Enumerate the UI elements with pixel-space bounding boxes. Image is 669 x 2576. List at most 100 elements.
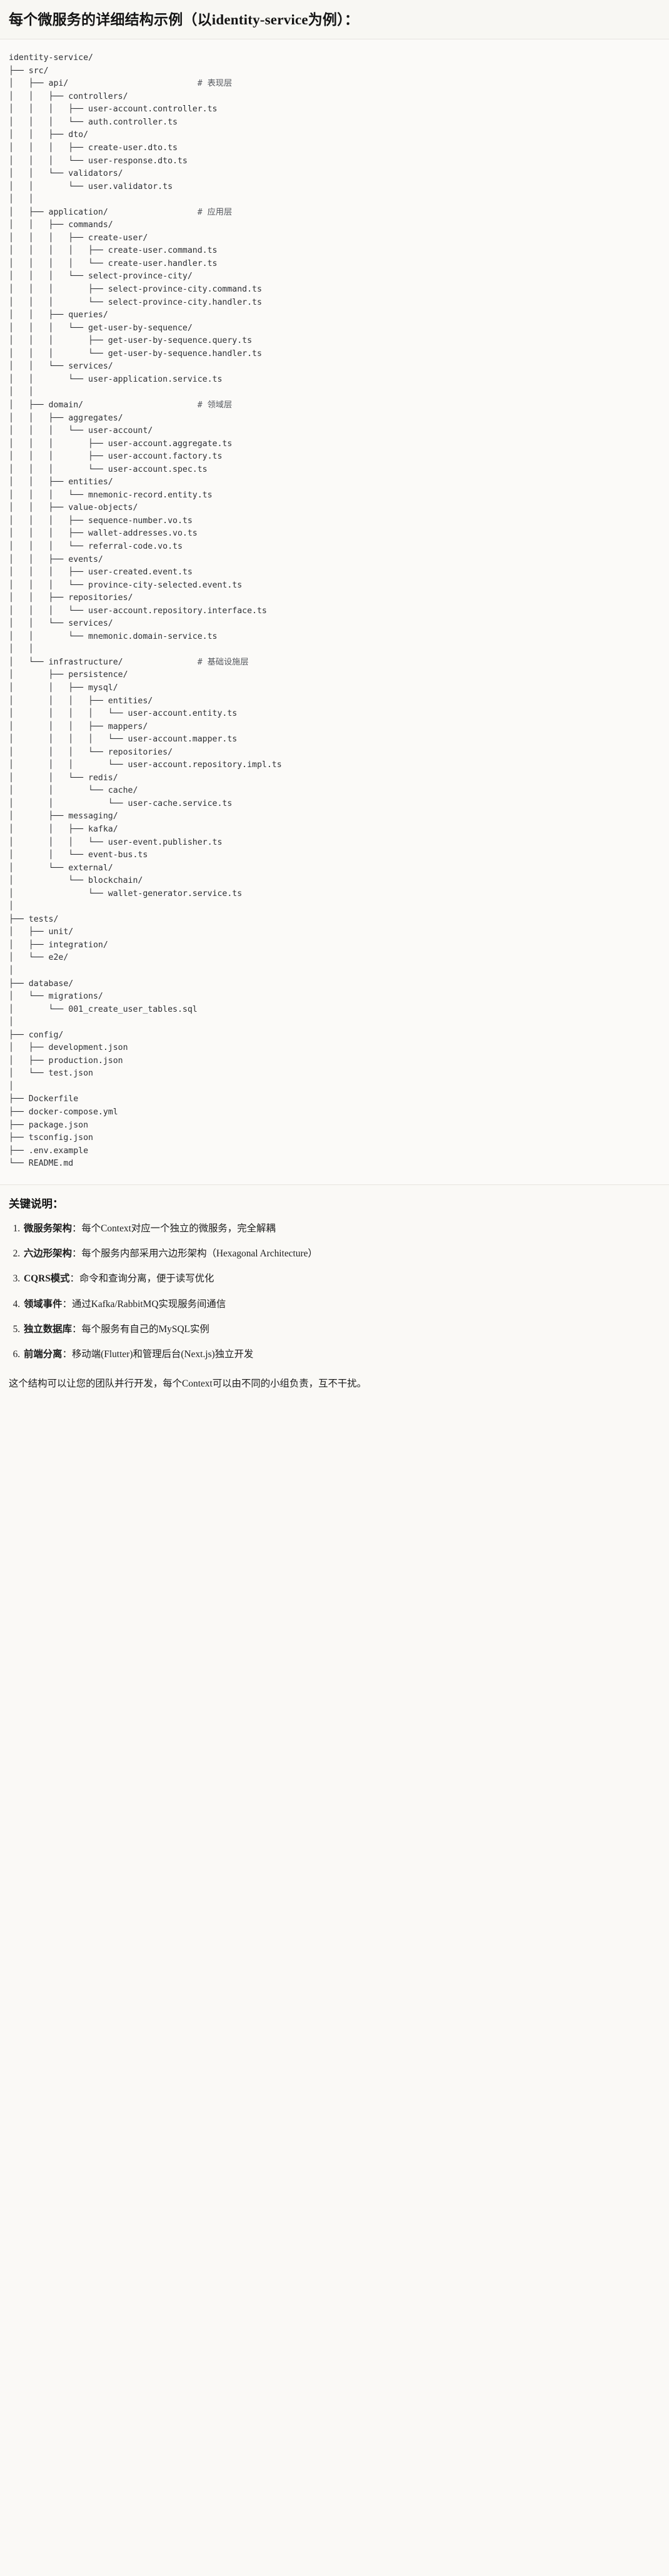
tree-line: │ │ ├── value-objects/ [9,503,138,513]
tree-line: │ │ │ └── select-province-city.handler.t… [9,297,262,307]
key-note-description: 每个服务有自己的MySQL实例 [81,1323,209,1335]
tree-line: │ │ │ ├── entities/ [9,696,153,706]
key-note-separator: ： [71,1323,82,1335]
key-note-item: 前端分离：移动端(Flutter)和管理后台(Next.js)独立开发 [23,1347,660,1362]
tree-line: │ │ │ ├── get-user-by-sequence.query.ts [9,336,253,346]
tree-line: │ │ └── user-application.service.ts [9,374,223,384]
tree-line: │ │ │ └── get-user-by-sequence/ [9,323,193,333]
tree-line: │ │ ├── dto/ [9,130,89,140]
tree-line: │ ├── unit/ [9,927,74,937]
tree-line: │ │ ├── repositories/ [9,593,133,603]
key-note-term: 六边形架构 [24,1248,72,1260]
tree-layer-comment: # 基础设施层 [197,657,249,667]
tree-line: │ └── test.json [9,1069,93,1079]
tree-line: │ │ ├── mysql/ [9,683,118,693]
closing-paragraph: 这个结构可以让您的团队并行开发，每个Context可以由不同的小组负责，互不干扰… [9,1378,367,1389]
key-note-item: CQRS模式：命令和查询分离，便于读写优化 [23,1271,660,1286]
key-note-description: 命令和查询分离，便于读写优化 [79,1273,214,1285]
tree-line: │ │ │ │ └── create-user.handler.ts [9,258,218,268]
tree-line: │ └── migrations/ [9,992,103,1002]
tree-line: │ │ ├── entities/ [9,477,113,487]
key-note-separator: ： [62,1298,72,1310]
tree-line: │ │ │ ├── user-account.factory.ts [9,452,223,462]
tree-line: │ │ ├── aggregates/ [9,413,123,423]
key-note-separator: ： [71,1223,82,1235]
directory-tree: identity-service/ ├── src/ │ ├── api/ # … [9,52,660,1171]
key-notes-list: 微服务架构：每个Context对应一个独立的微服务，完全解耦六边形架构：每个服务… [9,1221,660,1362]
tree-line: │ │ └── event-bus.ts [9,850,148,860]
tree-line: ├── package.json [9,1120,89,1130]
key-note-separator: ： [69,1273,79,1285]
tree-line: │ │ │ ├── user-created.event.ts [9,568,193,578]
tree-line: │ ├── persistence/ [9,670,128,680]
tree-line: ├── database/ [9,979,74,989]
tree-line: │ ├── api/ [9,79,69,89]
tree-line: │ │ │ ├── sequence-number.vo.ts [9,516,193,526]
key-note-item: 独立数据库：每个服务有自己的MySQL实例 [23,1322,660,1336]
tree-line: │ │ │ ├── create-user.dto.ts [9,143,178,153]
key-note-term: 领域事件 [24,1298,63,1310]
tree-line: ├── Dockerfile [9,1094,79,1104]
key-note-description: 移动端(Flutter)和管理后台(Next.js)独立开发 [71,1348,254,1360]
tree-line: │ │ │ └── repositories/ [9,747,173,757]
key-note-item: 微服务架构：每个Context对应一个独立的微服务，完全解耦 [23,1221,660,1236]
tree-line: │ └── blockchain/ [9,876,143,886]
tree-line: │ ├── development.json [9,1043,128,1053]
key-note-term: 微服务架构 [24,1223,72,1235]
tree-line: │ │ [9,387,34,397]
tree-line: identity-service/ [9,53,93,63]
tree-line: │ │ │ │ ├── create-user.command.ts [9,246,218,256]
tree-line: │ │ │ └── user-account.spec.ts [9,464,208,474]
tree-line: │ │ [9,644,34,654]
tree-line: │ ├── integration/ [9,940,108,950]
tree-line: │ │ └── mnemonic.domain-service.ts [9,631,218,641]
tree-line: │ │ └── user.validator.ts [9,181,173,191]
tree-line: │ [9,1081,14,1091]
tree-line: │ └── wallet-generator.service.ts [9,888,243,899]
tree-line: │ │ │ └── select-province-city/ [9,272,193,282]
key-note-separator: ： [71,1248,82,1260]
tree-line: │ │ [9,195,34,205]
page-root: 每个微服务的详细结构示例（以identity-service为例）： ident… [0,0,669,1405]
tree-line: │ │ │ │ └── user-account.entity.ts [9,709,238,719]
tree-line: │ [9,1017,14,1027]
tree-line: │ [9,902,14,912]
tree-layer-comment: # 表现层 [197,79,233,89]
tree-line: │ │ │ ├── wallet-addresses.vo.ts [9,529,198,539]
tree-line: ├── tsconfig.json [9,1133,93,1143]
tree-line: │ [9,966,14,976]
tree-line: │ │ ├── controllers/ [9,91,128,101]
tree-line: ├── src/ [9,66,49,76]
tree-line: │ └── infrastructure/ [9,657,123,667]
tree-line: │ │ │ └── get-user-by-sequence.handler.t… [9,349,262,359]
tree-line: │ └── 001_create_user_tables.sql [9,1004,198,1014]
tree-line: ├── config/ [9,1030,64,1040]
key-note-separator: ： [62,1348,72,1360]
tree-line: │ ├── messaging/ [9,812,118,822]
tree-line: │ │ ├── queries/ [9,310,108,320]
tree-line: │ │ │ │ └── user-account.mapper.ts [9,735,238,745]
tree-line: │ │ └── validators/ [9,169,123,179]
tree-line: │ │ │ └── user-account/ [9,426,153,436]
tree-line: │ │ │ └── referral-code.vo.ts [9,541,183,551]
tree-line: │ │ └── cache/ [9,786,138,796]
tree-layer-comment: # 领域层 [197,400,233,410]
tree-line: │ │ │ └── user-response.dto.ts [9,156,188,166]
tree-line: │ │ └── services/ [9,619,113,629]
tree-line: │ │ │ └── user-account.repository.interf… [9,606,267,616]
tree-line: │ ├── domain/ [9,400,84,410]
tree-line: ├── .env.example [9,1146,89,1156]
tree-line: │ │ │ └── province-city-selected.event.t… [9,580,243,590]
tree-line: │ │ ├── commands/ [9,220,113,230]
directory-tree-block: identity-service/ ├── src/ │ ├── api/ # … [0,39,669,1185]
tree-line: │ │ ├── events/ [9,554,103,564]
tree-line: │ │ │ └── user-event.publisher.ts [9,837,223,847]
tree-line: │ │ │ ├── select-province-city.command.t… [9,285,262,295]
tree-line: │ ├── production.json [9,1056,123,1066]
tree-line: ├── docker-compose.yml [9,1107,118,1117]
key-notes-block: 关键说明： 微服务架构：每个Context对应一个独立的微服务，完全解耦六边形架… [0,1184,669,1405]
title-block: 每个微服务的详细结构示例（以identity-service为例）： [0,0,669,40]
key-note-term: CQRS模式 [24,1273,70,1285]
tree-line: │ │ │ ├── user-account.aggregate.ts [9,439,233,449]
key-note-description: 每个Context对应一个独立的微服务，完全解耦 [81,1223,276,1235]
